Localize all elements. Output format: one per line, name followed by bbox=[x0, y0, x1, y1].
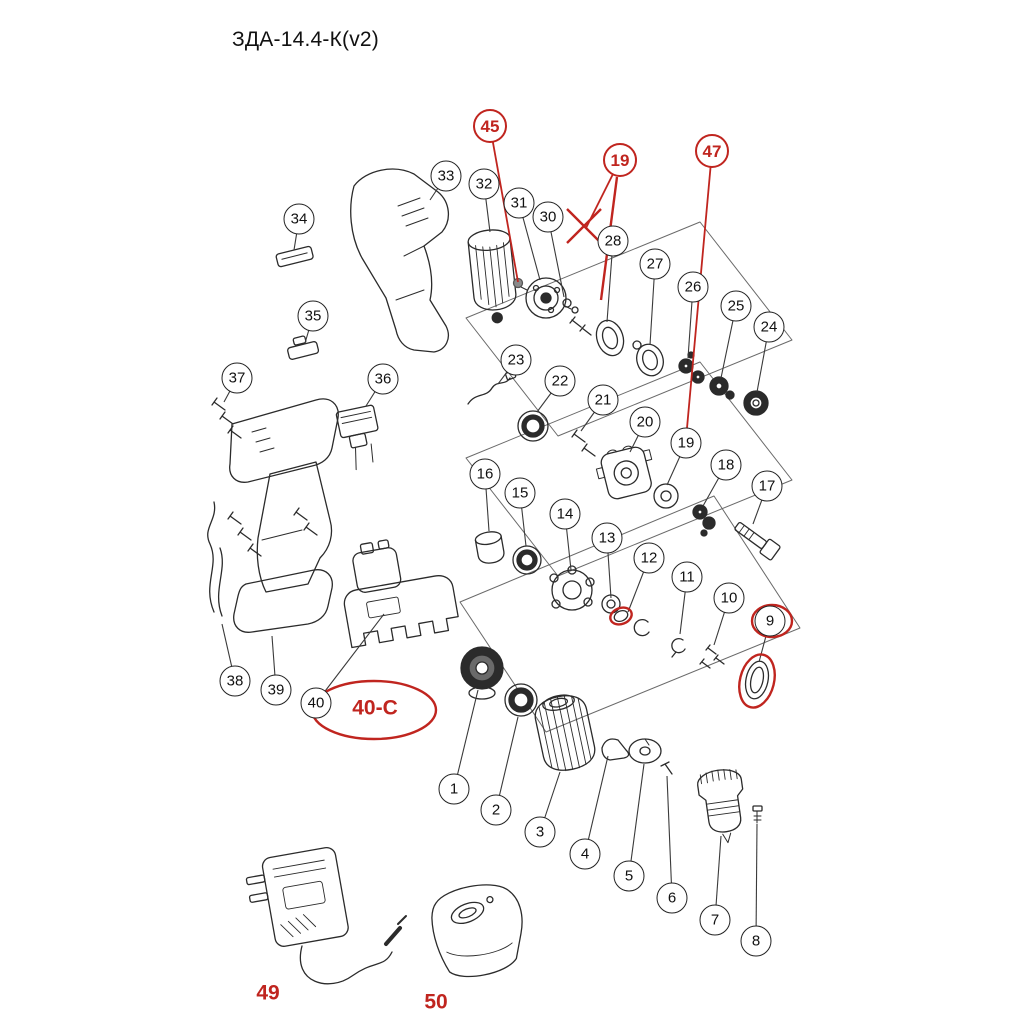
part-ring-15 bbox=[512, 545, 542, 575]
leader-line-10 bbox=[713, 597, 730, 646]
red-leader-19-washers bbox=[599, 176, 619, 301]
leader-line-36 bbox=[365, 378, 384, 407]
part-ring-9 bbox=[744, 660, 770, 700]
leader-line-12 bbox=[627, 557, 650, 613]
leader-line-24 bbox=[756, 326, 770, 393]
part-screws-10 bbox=[699, 644, 725, 669]
part-button-35 bbox=[287, 335, 320, 360]
highlight-part-12-ellipse bbox=[609, 606, 633, 626]
leader-line-4 bbox=[584, 755, 609, 855]
part-wire-23 bbox=[467, 370, 517, 405]
part-drill-body bbox=[229, 398, 339, 633]
assembly-panel-middle bbox=[465, 361, 793, 577]
part-screw-6 bbox=[660, 761, 673, 775]
leader-line-25 bbox=[720, 305, 737, 379]
assembly-panel-top bbox=[465, 221, 793, 437]
part-washers-30 bbox=[562, 298, 592, 336]
leader-line-45 bbox=[489, 125, 519, 283]
leader-line-6 bbox=[666, 775, 673, 899]
part-switch-36 bbox=[335, 404, 379, 471]
part-housing-half bbox=[350, 168, 449, 353]
leader-line-38 bbox=[221, 623, 236, 682]
leader-line-13 bbox=[606, 537, 612, 599]
leader-line-21 bbox=[580, 399, 604, 432]
part-endplate-31 bbox=[520, 277, 572, 319]
part-disc-5 bbox=[628, 738, 662, 764]
red-annotations bbox=[310, 176, 794, 741]
leader-line-31 bbox=[518, 202, 541, 281]
leader-line-1 bbox=[453, 689, 479, 790]
leader-line-16 bbox=[484, 473, 490, 532]
leader-line-26 bbox=[687, 286, 694, 359]
part-ring-22 bbox=[517, 410, 549, 442]
part-circlip-12 bbox=[633, 618, 650, 637]
part-charger-49 bbox=[245, 847, 349, 947]
leader-lines bbox=[221, 125, 771, 942]
leader-line-11 bbox=[679, 576, 688, 635]
leader-line-15 bbox=[519, 492, 527, 547]
leader-line-2 bbox=[495, 716, 519, 811]
part-cap-34 bbox=[275, 245, 314, 268]
diagram-title: ЗДА-14.4-К(v2) bbox=[232, 28, 379, 51]
leader-line-14 bbox=[564, 513, 572, 571]
part-washer-19 bbox=[653, 483, 679, 509]
part-screws-left bbox=[227, 507, 318, 557]
part-screws-21 bbox=[571, 429, 596, 457]
leader-line-34 bbox=[293, 218, 300, 251]
highlight-part-9-ellipse bbox=[738, 653, 776, 709]
part-collar-3 bbox=[534, 694, 596, 772]
part-cap-16 bbox=[474, 531, 505, 564]
leader-line-7 bbox=[714, 835, 722, 921]
leader-line-17 bbox=[752, 485, 768, 525]
part-cap-1 bbox=[460, 646, 504, 700]
part-ring-27 bbox=[632, 340, 664, 377]
part-ring-28 bbox=[595, 319, 625, 357]
leader-line-19 bbox=[666, 442, 687, 486]
part-gear-25 bbox=[709, 376, 735, 400]
part-charger-cable bbox=[299, 915, 407, 985]
part-ring-2 bbox=[504, 683, 538, 717]
part-screw-8 bbox=[752, 805, 763, 824]
part-gears-18 bbox=[692, 504, 716, 537]
leader-line-40 bbox=[315, 613, 385, 704]
part-gears-26 bbox=[678, 351, 705, 384]
leader-line-3 bbox=[539, 771, 561, 833]
leader-line-22 bbox=[536, 380, 561, 413]
part-charger-base-50 bbox=[431, 884, 523, 978]
part-wires-38 bbox=[207, 501, 223, 617]
leader-line-47 bbox=[686, 150, 713, 429]
highlight-40c-ellipse bbox=[310, 679, 438, 741]
leader-line-32 bbox=[483, 183, 491, 233]
part-lever-4 bbox=[601, 738, 630, 761]
leader-line-5 bbox=[628, 763, 645, 877]
part-chuck-7 bbox=[697, 769, 744, 844]
part-gearcase-20 bbox=[595, 445, 653, 500]
part-bearing-24 bbox=[743, 390, 769, 416]
part-hub-14 bbox=[549, 565, 595, 611]
part-screws-37 bbox=[211, 397, 242, 439]
crossed-out-part-mark bbox=[566, 208, 602, 244]
leader-line-8 bbox=[755, 823, 758, 942]
leader-line-37 bbox=[223, 377, 238, 403]
part-clip-11 bbox=[671, 638, 686, 658]
highlight-callout-9-ellipse bbox=[750, 603, 794, 639]
leader-line-35 bbox=[304, 315, 314, 344]
leader-line-30 bbox=[547, 216, 565, 298]
leader-line-18 bbox=[702, 464, 727, 507]
part-spindle-17 bbox=[734, 521, 781, 561]
leader-line-27 bbox=[649, 263, 656, 346]
part-oring-12 bbox=[613, 609, 629, 623]
part-battery-40 bbox=[343, 539, 459, 649]
leader-line-39 bbox=[271, 635, 277, 691]
